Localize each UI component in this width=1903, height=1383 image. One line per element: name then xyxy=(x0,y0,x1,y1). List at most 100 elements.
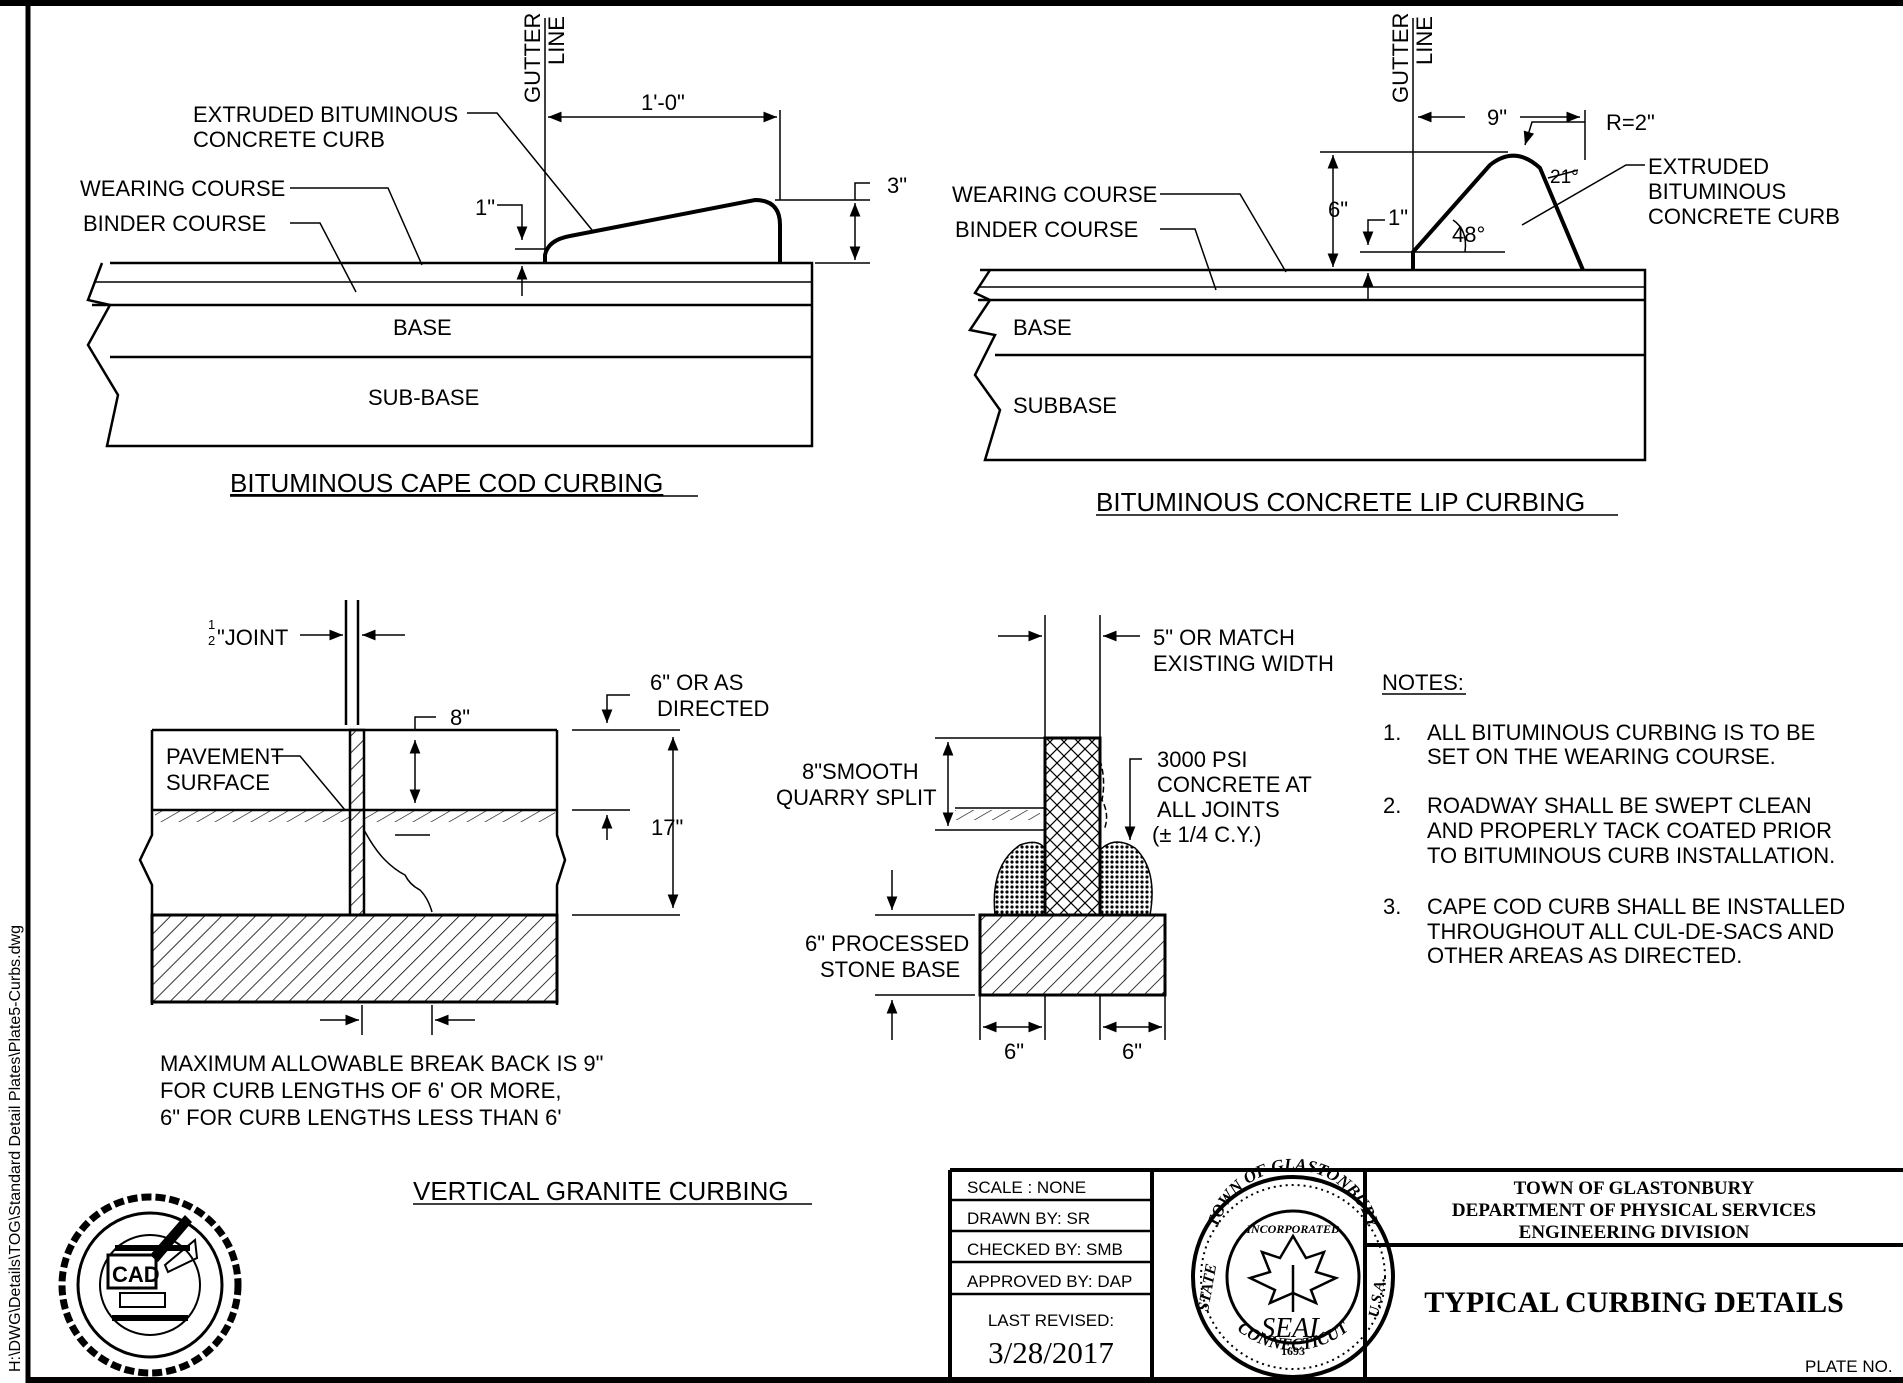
seal-center-text: SEAL xyxy=(1261,1313,1325,1344)
section-smooth-label-2: QUARRY SPLIT xyxy=(776,785,937,810)
note-3-line-2: THROUGHOUT ALL CUL-DE-SACS AND xyxy=(1427,919,1834,944)
granite-pavement-label: PAVEMENT xyxy=(166,744,284,769)
lip-angle-front: 48° xyxy=(1452,222,1485,247)
cad-logo-text: CAD xyxy=(112,1262,160,1287)
note-2-line-1: ROADWAY SHALL BE SWEPT CLEAN xyxy=(1427,793,1812,818)
concrete-label-3: ALL JOINTS xyxy=(1157,797,1280,822)
lip-subbase-label: SUBBASE xyxy=(1013,393,1117,418)
lip-gutter-text: GUTTER xyxy=(1388,13,1413,103)
approved-by-field: APPROVED BY: DAP xyxy=(967,1272,1132,1291)
section-width-label: 5" OR MATCH xyxy=(1153,625,1295,650)
stone-base-label-2: STONE BASE xyxy=(820,957,960,982)
org-line-1: TOWN OF GLASTONBURY xyxy=(1514,1178,1755,1199)
drawn-by-field: DRAWN BY: SR xyxy=(967,1209,1090,1228)
notes-heading: NOTES: xyxy=(1382,670,1464,695)
note-2-line-2: AND PROPERLY TACK COATED PRIOR xyxy=(1427,818,1832,843)
cape-cod-gutter-text: GUTTER xyxy=(520,13,545,103)
section-width-label-2: EXISTING WIDTH xyxy=(1153,651,1334,676)
note-3-line-3: OTHER AREAS AS DIRECTED. xyxy=(1427,943,1742,968)
lip-dim-lip: 1" xyxy=(1388,205,1408,230)
seal-top-text: TOWN OF GLASTONBURY xyxy=(1203,1155,1383,1231)
cape-cod-detail: GUTTER LINE 1'-0" 3" 1" EXTRUDED BITUMIN… xyxy=(80,13,907,498)
cape-cod-gutter-text-2: LINE xyxy=(544,16,569,65)
cape-cod-pavement-outline xyxy=(86,261,814,448)
stone-base xyxy=(978,913,1167,997)
curb-stone-section xyxy=(1043,736,1102,917)
lip-angle-back: 21° xyxy=(1550,167,1579,188)
note-2-number: 2. xyxy=(1383,793,1401,818)
concrete-label-2: CONCRETE AT xyxy=(1157,772,1312,797)
stone-base-label: 6" PROCESSED xyxy=(805,931,969,956)
granite-base xyxy=(150,913,559,1004)
lip-dim-height: 6" xyxy=(1328,197,1348,222)
cape-cod-title: BITUMINOUS CAPE COD CURBING xyxy=(230,468,663,498)
concrete-haunch-right xyxy=(1099,841,1153,916)
cape-cod-curb-shape xyxy=(543,197,782,263)
granite-detail: 1 2 "JOINT 8" 6" OR AS DIRECTED 17" PAVE… xyxy=(138,600,812,1206)
cape-cod-subbase-label: SUB-BASE xyxy=(368,385,479,410)
scale-field: SCALE : NONE xyxy=(967,1178,1086,1197)
lip-gutter-text-2: LINE xyxy=(1412,16,1437,65)
cape-cod-base-label: BASE xyxy=(393,315,452,340)
drawing-title: TYPICAL CURBING DETAILS xyxy=(1424,1286,1844,1319)
lip-base-label: BASE xyxy=(1013,315,1072,340)
granite-dim-6-directed: 6" OR AS xyxy=(650,670,743,695)
seal-left-text: STATE xyxy=(1195,1262,1220,1312)
cape-cod-wearing-label: WEARING COURSE xyxy=(80,176,285,201)
lip-curb-detail: GUTTER LINE 9" R=2" 21° 48° 6" 1" EXTRUD… xyxy=(952,13,1840,517)
note-1-line-2: SET ON THE WEARING COURSE. xyxy=(1427,744,1776,769)
granite-curb-stone xyxy=(348,728,366,917)
granite-break-note-2: FOR CURB LENGTHS OF 6' OR MORE, xyxy=(160,1078,561,1103)
cape-cod-dim-height: 3" xyxy=(887,173,907,198)
cape-cod-dim-lip: 1" xyxy=(475,195,495,220)
org-line-2: DEPARTMENT OF PHYSICAL SERVICES xyxy=(1452,1200,1816,1221)
note-1-number: 1. xyxy=(1383,720,1401,745)
last-revised-date: 3/28/2017 xyxy=(988,1335,1114,1370)
concrete-haunch-left xyxy=(993,841,1046,916)
concrete-label: 3000 PSI xyxy=(1157,747,1248,772)
granite-break-note: MAXIMUM ALLOWABLE BREAK BACK IS 9" xyxy=(160,1051,603,1076)
cape-cod-curb-label-2: CONCRETE CURB xyxy=(193,127,385,152)
granite-pavement-label-2: SURFACE xyxy=(166,770,270,795)
lip-curb-label-3: CONCRETE CURB xyxy=(1648,204,1840,229)
section-dim-right: 6" xyxy=(1122,1039,1142,1064)
note-3-line-1: CAPE COD CURB SHALL BE INSTALLED xyxy=(1427,894,1845,919)
seal-right-text: U.S.A. xyxy=(1366,1276,1389,1319)
note-1-line-1: ALL BITUMINOUS CURBING IS TO BE xyxy=(1427,720,1815,745)
seal-year: 1693 xyxy=(1281,1344,1305,1358)
lip-curb-label-2: BITUMINOUS xyxy=(1648,179,1786,204)
lip-dim-width: 9" xyxy=(1487,105,1507,130)
cape-cod-binder-label: BINDER COURSE xyxy=(83,211,266,236)
lip-curb-shape xyxy=(1411,153,1585,271)
granite-joint-label: "JOINT xyxy=(217,625,288,650)
granite-dim-8: 8" xyxy=(450,705,470,730)
checked-by-field: CHECKED BY: SMB xyxy=(967,1240,1123,1259)
seal-incorporated: INCORPORATED xyxy=(1245,1222,1340,1236)
lip-wearing-label: WEARING COURSE xyxy=(952,182,1157,207)
last-revised-label: LAST REVISED: xyxy=(988,1311,1114,1330)
granite-dim-6-directed-2: DIRECTED xyxy=(657,696,769,721)
lip-radius: R=2" xyxy=(1606,110,1655,135)
cad-logo: CAD xyxy=(58,1193,242,1377)
org-line-3: ENGINEERING DIVISION xyxy=(1519,1222,1750,1243)
lip-binder-label: BINDER COURSE xyxy=(955,217,1138,242)
granite-joint-num: 1 xyxy=(208,617,215,632)
granite-dim-17: 17" xyxy=(651,815,683,840)
title-block: SCALE : NONE DRAWN BY: SR CHECKED BY: SM… xyxy=(948,1168,1903,1383)
cape-cod-curb-label: EXTRUDED BITUMINOUS xyxy=(193,102,458,127)
lip-title: BITUMINOUS CONCRETE LIP CURBING xyxy=(1096,487,1585,517)
granite-break-note-3: 6" FOR CURB LENGTHS LESS THAN 6' xyxy=(160,1105,562,1130)
granite-section-detail: 5" OR MATCH EXISTING WIDTH 8"SMOOTH QUAR… xyxy=(776,615,1334,1064)
granite-joint-den: 2 xyxy=(208,633,215,648)
lip-curb-label: EXTRUDED xyxy=(1648,154,1769,179)
section-dim-left: 6" xyxy=(1004,1039,1024,1064)
section-smooth-label: 8"SMOOTH xyxy=(802,759,919,784)
concrete-label-4: (± 1/4 C.Y.) xyxy=(1152,822,1261,847)
note-3-number: 3. xyxy=(1383,894,1401,919)
note-2-line-3: TO BITUMINOUS CURB INSTALLATION. xyxy=(1427,843,1835,868)
granite-title: VERTICAL GRANITE CURBING xyxy=(413,1176,789,1206)
cape-cod-dim-width: 1'-0" xyxy=(641,90,685,115)
file-path: H:\DWG\Details\TOG\Standard Detail Plate… xyxy=(7,925,24,1372)
